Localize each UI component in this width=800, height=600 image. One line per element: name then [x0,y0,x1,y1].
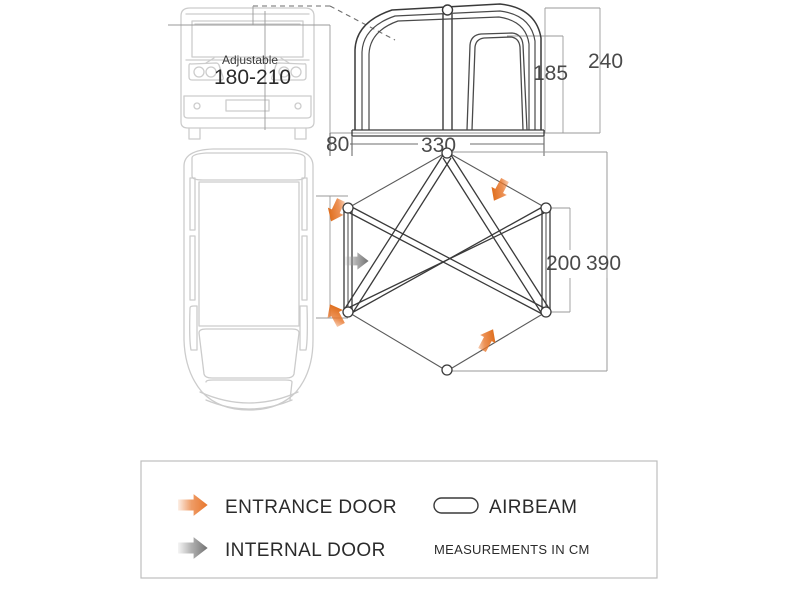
horizontal-dimension-lines [329,133,545,156]
legend-label-internal-door: INTERNAL DOOR [225,540,386,561]
joint-top-apex [441,147,453,159]
legend-measurements-note: MEASUREMENTS IN CM [434,542,590,557]
legend-item-internal-door: INTERNAL DOOR [178,537,386,561]
legend-box [140,460,658,579]
legend-item-airbeam: AIRBEAM [433,497,577,518]
dimension-height-inner: 185 [533,62,568,85]
legend-label-airbeam: AIRBEAM [489,497,577,518]
joint-right-bottom [540,306,552,318]
joint-bottom-apex [441,364,453,376]
joint-left-bottom [342,306,354,318]
legend-label-entrance-door: ENTRANCE DOOR [225,497,397,518]
vehicle-top-view [183,148,314,411]
floorplan-beam-joints [342,147,552,376]
adjustable-label: Adjustable [222,53,278,67]
tent-elevation-door [466,32,528,131]
tent-elevation-floor [351,129,545,137]
vehicle-rear-view [180,7,315,140]
entrance-arrow-bottom-right [474,325,501,355]
floorplan-fabric-outline [347,151,547,372]
dimension-depth-overall-390: 390 [586,252,621,275]
roof-to-tent-dashed-leader [253,5,396,41]
tent-elevation-beam-lines [361,10,536,130]
joint-left-top [342,202,354,214]
dimension-height-overall: 240 [588,50,623,73]
floorplan-datum-lines [316,151,608,372]
tent-central-airbeam [441,4,454,130]
tent-elevation-shell [354,3,542,130]
dimension-depth-inner-200: 200 [546,252,581,275]
entrance-arrow-top-right [486,175,513,205]
airbeam-pill-icon [433,497,479,514]
elevation-datum-lines [329,7,601,134]
joint-right-top [540,202,552,214]
adjustable-range: 180-210 [214,66,291,89]
dimension-connector-80: 80 [326,133,349,156]
floorplan-airbeams [343,154,551,317]
vehicle-reference-lines [168,11,330,130]
legend-item-entrance-door: ENTRANCE DOOR [178,494,397,518]
